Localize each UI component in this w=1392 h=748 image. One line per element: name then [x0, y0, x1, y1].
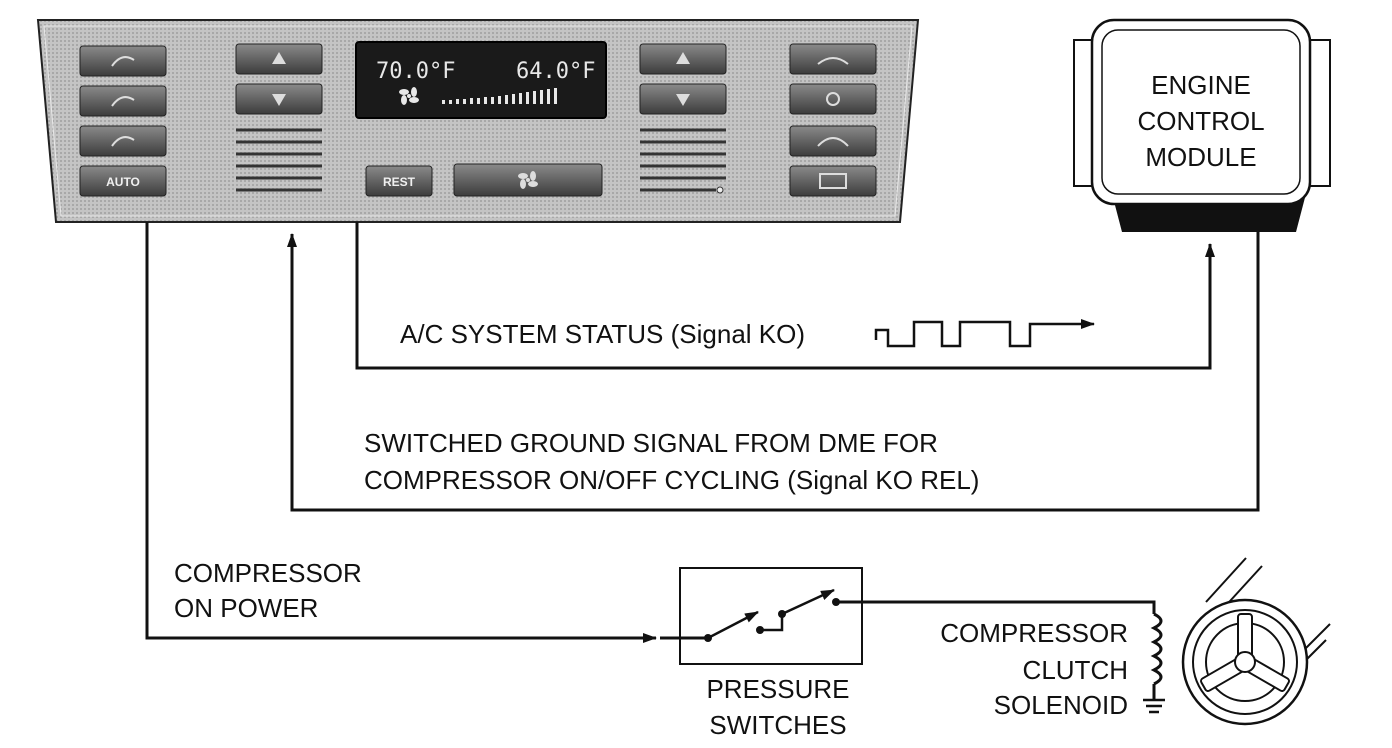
auto-button[interactable]: AUTO: [79, 165, 167, 197]
rest-button[interactable]: REST: [365, 165, 433, 197]
ground-icon: [1143, 698, 1165, 714]
pressure-switches: PRESSURE SWITCHES: [660, 567, 863, 740]
clutch-label-line1: COMPRESSOR: [940, 618, 1128, 648]
left-temp-readout: 70.0°F: [376, 59, 455, 84]
ecm-label-line1: ENGINE: [1151, 70, 1251, 100]
ground-signal-label-line1: SWITCHED GROUND SIGNAL FROM DME FOR: [364, 428, 938, 458]
ecm-label-line2: CONTROL: [1137, 106, 1264, 136]
ac-status-signal-line: [355, 222, 1215, 370]
engine-control-module: ENGINE CONTROL MODULE: [1073, 18, 1331, 232]
fan-speed-bar: [442, 88, 557, 104]
recirculation-button[interactable]: [789, 125, 877, 157]
climate-control-panel: AUTO 70.0°F 64.0°F: [36, 19, 920, 223]
compressor-clutch-pulley-icon: [1181, 557, 1331, 726]
ecm-label-line3: MODULE: [1145, 142, 1256, 172]
fan-button-icon: [518, 171, 538, 189]
rear-defrost-button[interactable]: [789, 43, 877, 75]
max-defrost-button[interactable]: [789, 83, 877, 115]
pressure-switches-label-line1: PRESSURE: [706, 674, 849, 704]
ac-button[interactable]: [789, 165, 877, 197]
fan-speed-button[interactable]: [453, 163, 603, 197]
right-temp-readout: 64.0°F: [516, 59, 595, 84]
floor-mode-button[interactable]: [79, 125, 167, 157]
pressure-switches-label-line2: SWITCHES: [709, 710, 846, 740]
ground-signal-label-line2: COMPRESSOR ON/OFF CYCLING (Signal KO REL…: [364, 465, 979, 495]
clutch-label-line2: CLUTCH: [1023, 655, 1128, 685]
ground-signal-line: [287, 232, 1260, 512]
clutch-solenoid: COMPRESSOR CLUTCH SOLENOID: [940, 612, 1165, 720]
left-temp-down-button[interactable]: [235, 83, 323, 115]
right-temp-down-button[interactable]: [639, 83, 727, 115]
compressor-power-line: [145, 222, 657, 643]
left-temp-up-button[interactable]: [235, 43, 323, 75]
left-vent-grille: [236, 128, 322, 192]
clutch-label-line3: SOLENOID: [994, 690, 1128, 720]
right-temp-up-button[interactable]: [639, 43, 727, 75]
square-wave-icon: [874, 319, 1095, 348]
auto-button-label: AUTO: [106, 175, 140, 189]
ac-status-label: A/C SYSTEM STATUS (Signal KO): [400, 319, 805, 349]
fan-icon: [399, 87, 419, 105]
lcd-display: 70.0°F 64.0°F: [355, 41, 607, 119]
rest-button-label: REST: [383, 175, 416, 189]
right-vent-grille: [640, 128, 726, 194]
compressor-power-label-line2: ON POWER: [174, 593, 318, 623]
defrost-mode-button[interactable]: [79, 45, 167, 77]
vent-mode-button[interactable]: [79, 85, 167, 117]
solenoid-wire: [836, 600, 1156, 614]
compressor-power-label-line1: COMPRESSOR: [174, 558, 362, 588]
